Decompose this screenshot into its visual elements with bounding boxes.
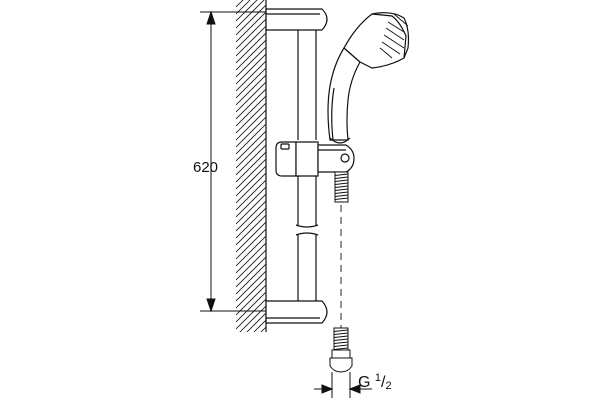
hose-ring bbox=[334, 336, 348, 338]
thread-slash: / bbox=[381, 374, 386, 391]
hatch-line bbox=[236, 313, 266, 343]
hose-ring bbox=[334, 339, 348, 341]
hose-ring bbox=[335, 183, 348, 185]
hose-ring bbox=[335, 180, 348, 182]
hose-ring bbox=[335, 198, 348, 200]
hose-upper bbox=[335, 172, 348, 202]
hatch-line bbox=[236, 82, 266, 112]
shower-rail bbox=[296, 30, 318, 301]
hose-ring bbox=[335, 189, 348, 191]
hatch-line bbox=[236, 334, 266, 364]
hose-lower bbox=[330, 328, 352, 372]
hatch-line bbox=[236, 285, 266, 315]
hatch-line bbox=[236, 68, 266, 98]
hatch-line bbox=[236, 180, 266, 210]
hatch-line bbox=[236, 0, 266, 14]
hose-ring bbox=[335, 192, 348, 194]
thread-dimension bbox=[314, 372, 372, 398]
dimension-label: 620 bbox=[193, 159, 219, 176]
hatch-line bbox=[236, 19, 266, 49]
hatch-line bbox=[236, 215, 266, 245]
hatch-line bbox=[236, 12, 266, 42]
hatch-line bbox=[236, 0, 266, 7]
hatch-line bbox=[236, 159, 266, 189]
hatch-line bbox=[236, 166, 266, 196]
hatch-line bbox=[236, 138, 266, 168]
hatch-line bbox=[236, 348, 266, 378]
hose-ring bbox=[334, 342, 348, 344]
hatch-line bbox=[236, 243, 266, 273]
bottom-bracket bbox=[266, 301, 327, 323]
hatch-line bbox=[236, 320, 266, 350]
hatch-line bbox=[236, 61, 266, 91]
hose-ring bbox=[334, 345, 348, 347]
hatch-line bbox=[236, 110, 266, 140]
hatch-line bbox=[236, 236, 266, 266]
hatch-line bbox=[236, 222, 266, 252]
thread-denominator: 2 bbox=[385, 380, 392, 392]
hatch-line bbox=[236, 341, 266, 371]
slider-holder bbox=[276, 142, 354, 176]
top-bracket bbox=[266, 9, 327, 30]
hatch-line bbox=[236, 33, 266, 63]
hatch-line bbox=[236, 145, 266, 175]
hatch-line bbox=[236, 0, 266, 28]
hose-ring bbox=[335, 186, 348, 188]
hatch-line bbox=[236, 257, 266, 287]
hatch-line bbox=[236, 208, 266, 238]
hatch-line bbox=[236, 0, 266, 21]
hatch-line bbox=[236, 47, 266, 77]
hatch-line bbox=[236, 40, 266, 70]
hatch-line bbox=[236, 271, 266, 301]
hose-connector bbox=[330, 358, 352, 372]
hatch-line bbox=[236, 103, 266, 133]
shower-head-face bbox=[380, 14, 408, 58]
hatch-line bbox=[236, 229, 266, 259]
hose-ring bbox=[334, 330, 348, 332]
hatch-line bbox=[236, 89, 266, 119]
hatch-line bbox=[236, 26, 266, 56]
hand-shower bbox=[328, 13, 409, 143]
hatch-line bbox=[236, 152, 266, 182]
hatch-line bbox=[236, 54, 266, 84]
hatch-line bbox=[236, 124, 266, 154]
hatch-line bbox=[236, 5, 266, 35]
hatch-line bbox=[236, 355, 266, 385]
hatch-line bbox=[236, 194, 266, 224]
hose-ring bbox=[334, 333, 348, 335]
wall-hatching bbox=[236, 0, 266, 385]
hatch-line bbox=[236, 117, 266, 147]
hatch-line bbox=[236, 299, 266, 329]
hatch-line bbox=[236, 264, 266, 294]
hatch-line bbox=[236, 201, 266, 231]
hatch-line bbox=[236, 173, 266, 203]
hose-ring bbox=[335, 174, 348, 176]
hose-ring bbox=[334, 348, 348, 350]
hatch-line bbox=[236, 96, 266, 126]
hatch-line bbox=[236, 292, 266, 322]
thread-size-label: G 1/2 bbox=[358, 372, 392, 392]
hatch-line bbox=[236, 131, 266, 161]
thread-numerator: 1 bbox=[374, 372, 382, 384]
hose-ring bbox=[335, 195, 348, 197]
thread-prefix: G bbox=[358, 374, 371, 391]
hose-ring bbox=[335, 177, 348, 179]
hatch-line bbox=[236, 187, 266, 217]
hatch-line bbox=[236, 250, 266, 280]
hatch-line bbox=[236, 75, 266, 105]
hatch-line bbox=[236, 278, 266, 308]
